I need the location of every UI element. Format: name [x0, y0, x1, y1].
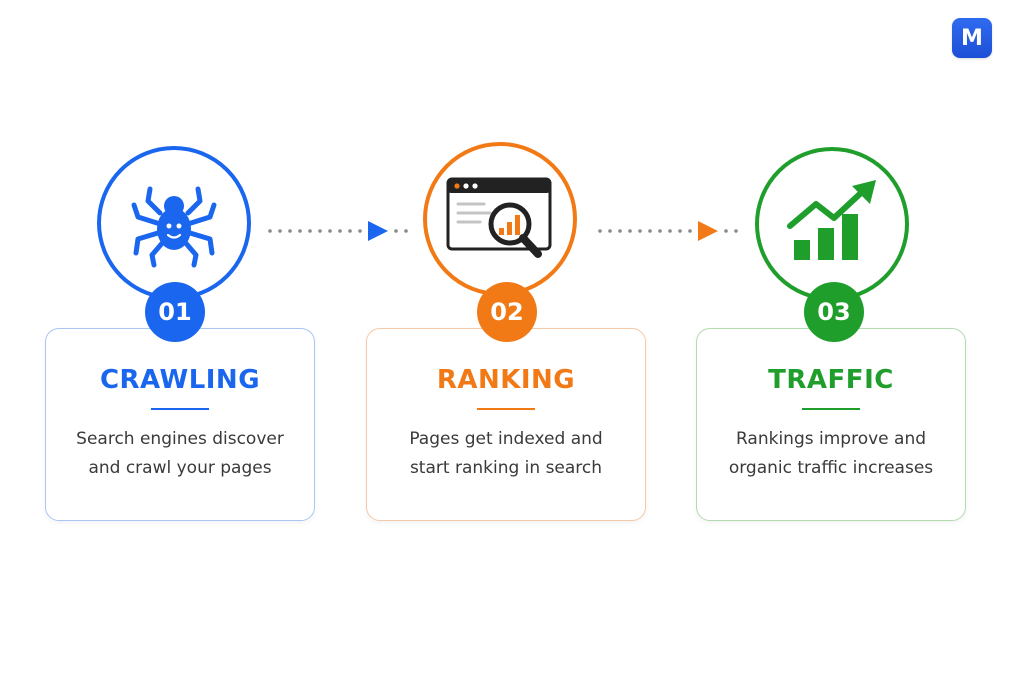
step-1-divider — [151, 408, 209, 410]
step-1-icon-circle — [97, 146, 251, 300]
step-2-description-line-2: start ranking in search — [409, 458, 603, 478]
step-3-description-line-2: organic traffic increases — [728, 458, 934, 478]
browser-magnifier-chart-icon — [446, 177, 552, 258]
step-1-title: CRAWLING — [99, 365, 261, 395]
step-2-icon-circle — [423, 142, 577, 296]
step-1-description: Search engines discover and crawl your p… — [56, 425, 304, 483]
step-3-divider — [802, 408, 860, 410]
step-2-divider — [477, 408, 535, 410]
brand-logo-letter: M — [961, 25, 983, 51]
step-2-title: RANKING — [436, 365, 576, 395]
connector-arrow-1 — [268, 221, 408, 241]
step-1-card: CRAWLING Search engines discover and cra… — [45, 328, 315, 521]
brand-logo: M — [952, 18, 992, 58]
connector-2-arrowhead — [698, 221, 718, 241]
spider-icon — [131, 186, 217, 268]
step-2-card: RANKING Pages get indexed and start rank… — [366, 328, 646, 521]
connector-1-arrowhead — [368, 221, 388, 241]
step-2-description-line-1: Pages get indexed and — [409, 429, 603, 449]
step-3-description: Rankings improve and organic traffic inc… — [707, 425, 955, 483]
step-1-description-line-2: and crawl your pages — [88, 458, 272, 478]
growth-chart-icon — [787, 180, 876, 260]
step-1-number-badge: 01 — [145, 282, 205, 342]
step-3-title: TRAFFIC — [768, 365, 894, 395]
step-2-number-badge: 02 — [477, 282, 537, 342]
step-3-description-line-1: Rankings improve and — [735, 429, 927, 449]
step-3-card: TRAFFIC Rankings improve and organic tra… — [696, 328, 966, 521]
step-3-icon-circle — [755, 147, 909, 301]
step-1-description-line-1: Search engines discover — [76, 429, 284, 449]
step-3-number-badge: 03 — [804, 282, 864, 342]
connector-arrow-2 — [598, 221, 738, 241]
step-2-description: Pages get indexed and start ranking in s… — [377, 425, 635, 483]
